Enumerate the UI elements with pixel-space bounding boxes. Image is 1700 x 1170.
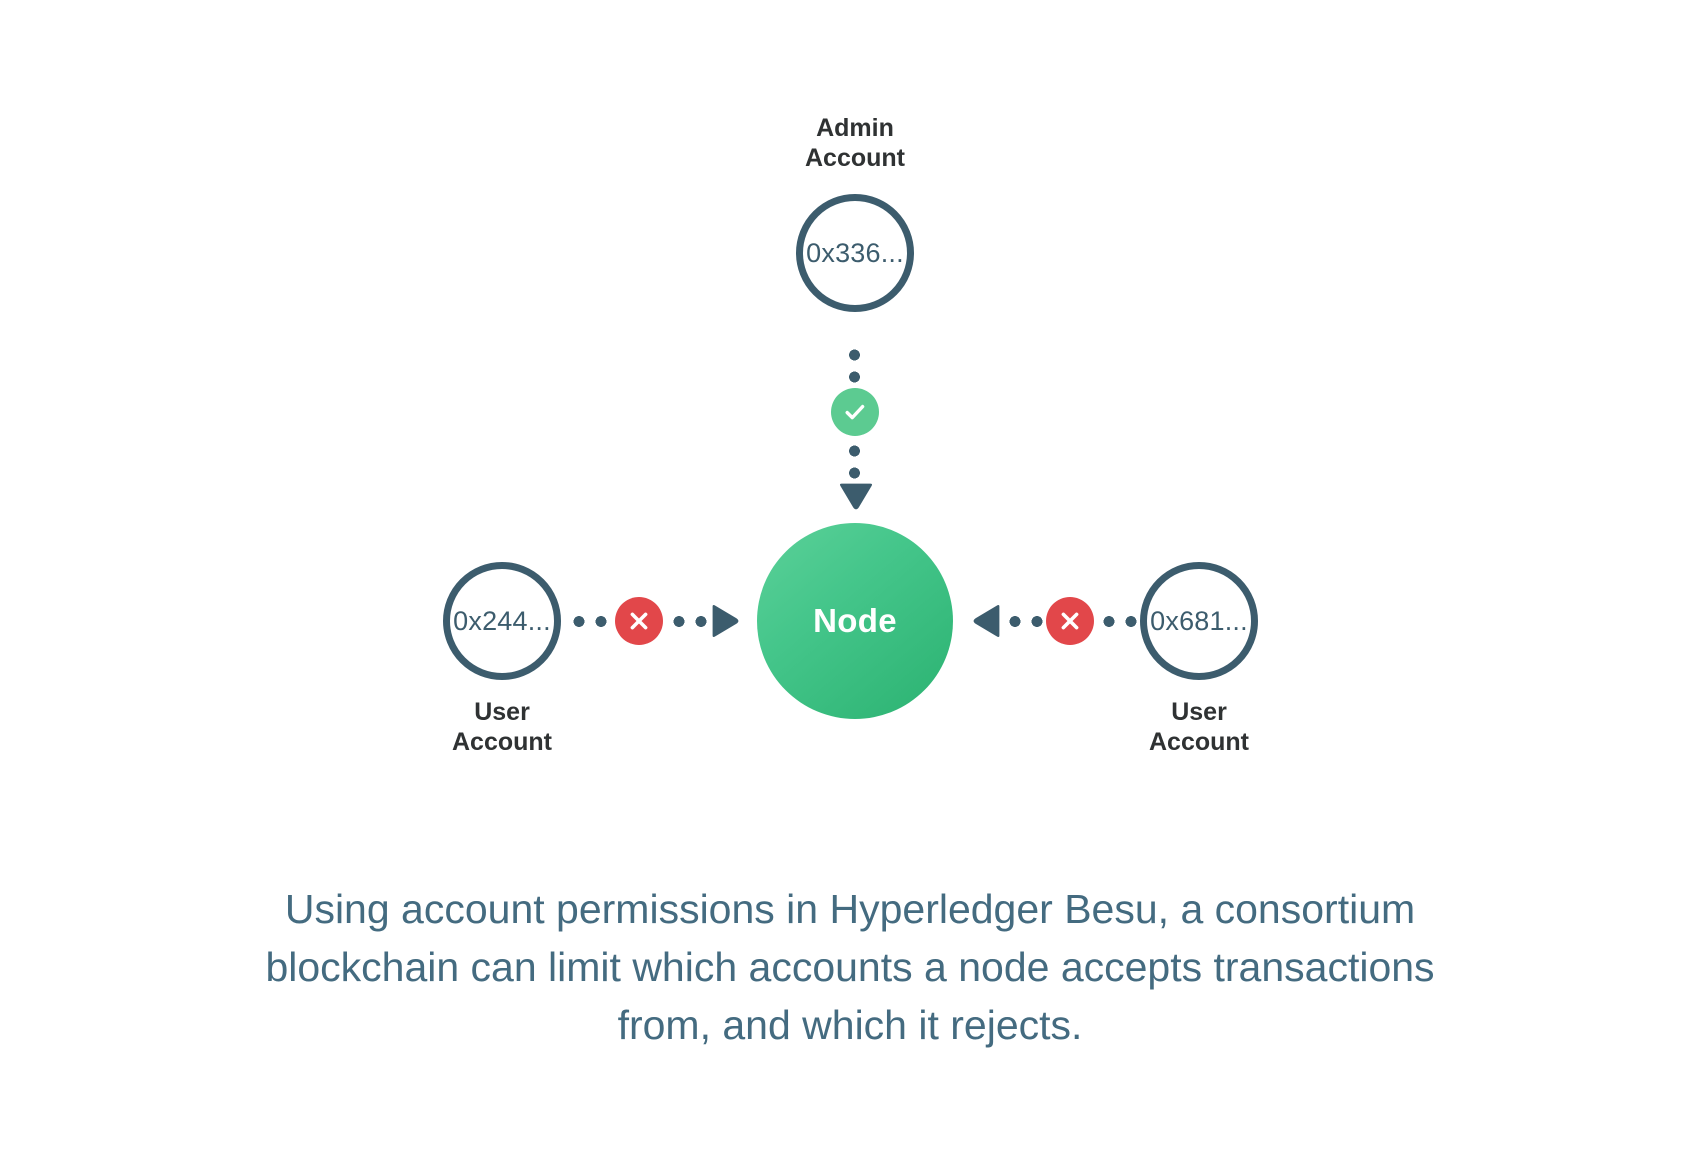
deny-badge-user-right[interactable] bbox=[1046, 597, 1094, 645]
check-icon bbox=[845, 404, 865, 420]
admin-account-label: Admin Account bbox=[805, 114, 905, 172]
center-node[interactable]: Node bbox=[757, 523, 953, 719]
user-left-account-circle[interactable]: 0x244... bbox=[443, 562, 561, 680]
user-left-account-label: User Account bbox=[452, 698, 552, 756]
user-right-connector-outer bbox=[1098, 616, 1142, 627]
user-left-connector-outer bbox=[668, 616, 712, 627]
user-left-account-address: 0x244... bbox=[453, 605, 551, 636]
user-right-account-label: User Account bbox=[1149, 698, 1249, 756]
center-node-label: Node bbox=[813, 602, 897, 639]
user-right-connector-inner bbox=[1004, 616, 1048, 627]
arrow-right-icon bbox=[710, 603, 740, 639]
arrow-left-icon bbox=[972, 603, 1002, 639]
x-icon bbox=[1061, 612, 1079, 630]
user-right-account-circle[interactable]: 0x681... bbox=[1140, 562, 1258, 680]
admin-account-address: 0x336... bbox=[806, 237, 904, 268]
admin-connector-lower bbox=[849, 440, 860, 482]
x-icon bbox=[630, 612, 648, 630]
deny-badge-user-left[interactable] bbox=[615, 597, 663, 645]
allow-badge-admin[interactable] bbox=[831, 388, 879, 436]
admin-connector-upper bbox=[849, 344, 860, 388]
admin-account-circle[interactable]: 0x336... bbox=[796, 194, 914, 312]
user-left-connector-inner bbox=[568, 616, 614, 627]
arrow-down-icon bbox=[838, 481, 874, 511]
diagram-caption: Using account permissions in Hyperledger… bbox=[265, 886, 1435, 1049]
user-right-account-address: 0x681... bbox=[1150, 605, 1248, 636]
